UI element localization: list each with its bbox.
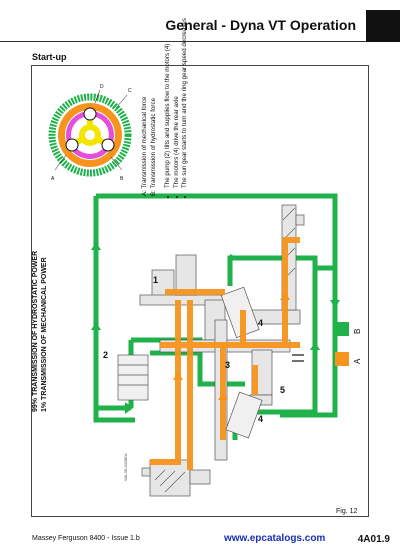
- drawing-ref-code: WA-05-0028EA: [123, 453, 128, 481]
- cross-hatching: [154, 207, 296, 493]
- component-label-5: 5: [280, 385, 285, 395]
- flow-arrows-green: [91, 242, 340, 414]
- component-label-1: 1: [153, 275, 158, 285]
- gear-letter-c: C: [128, 88, 132, 94]
- legend-label-a: A: [353, 358, 362, 364]
- figure-frame: [31, 65, 369, 517]
- note-bullet-1: The pump (2) tilts and supplies flow to …: [164, 16, 173, 188]
- header-rule: [0, 41, 400, 42]
- power-caption-hydrostatic: 99% TRANSMISSION OF HYDROSTATIC POWER: [32, 250, 39, 412]
- legend-swatch-b: [335, 322, 349, 336]
- legend-swatch-a: [335, 352, 349, 366]
- power-caption-mechanical: 1% TRANSMISSION OF MECHANICAL POWER: [41, 257, 48, 412]
- clutch-marks: [292, 354, 304, 362]
- note-b: B: Transmission of hydrostatic force: [149, 97, 157, 196]
- gear-letter-d: D: [100, 84, 104, 90]
- footer-publication: Massey Ferguson 8400 - Issue 1.b: [32, 535, 140, 542]
- note-bullet-2: The motors (4) drive the rear axle: [173, 16, 182, 188]
- component-label-4b: 4: [258, 414, 263, 424]
- component-label-4a: 4: [258, 318, 263, 328]
- page-number: 4A01.9: [357, 534, 390, 545]
- note-a: A: Transmission of mechanical force: [141, 96, 148, 196]
- component-label-2: 2: [103, 350, 108, 360]
- legend-label-b: B: [353, 328, 362, 334]
- gear-letter-a: A: [51, 176, 55, 182]
- component-label-3: 3: [225, 360, 230, 370]
- footer-watermark-link[interactable]: www.epcatalogs.com: [224, 533, 326, 544]
- section-title: Start-up: [32, 52, 67, 62]
- figure-label: Fig. 12: [336, 508, 358, 515]
- notes-block: A: Transmission of mechanical force B: T…: [141, 16, 190, 196]
- header-tab: [366, 10, 400, 42]
- planetary-gearset: [48, 89, 132, 177]
- note-bullet-3: The sun gear starts to turn and the ring…: [181, 16, 190, 188]
- flow-arrows-orange: [173, 292, 290, 400]
- gear-letter-b: B: [120, 176, 124, 182]
- notes-list: The pump (2) tilts and supplies flow to …: [164, 16, 190, 196]
- page-title: General - Dyna VT Operation: [165, 17, 356, 33]
